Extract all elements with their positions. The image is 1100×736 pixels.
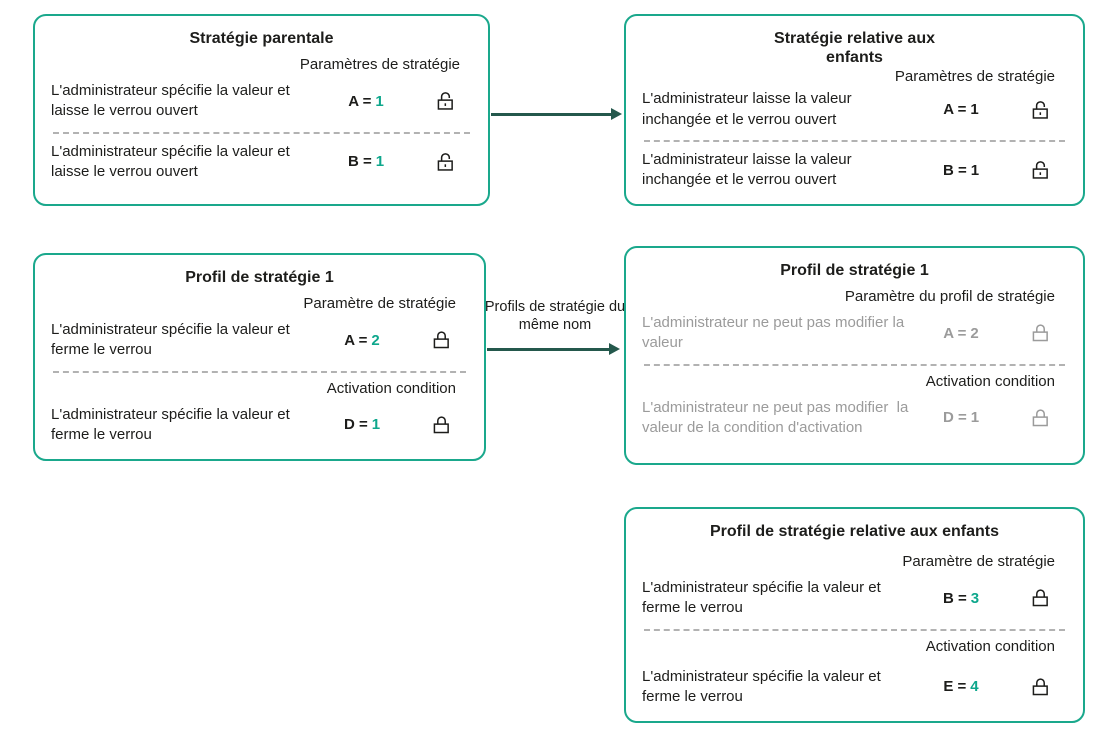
lock-closed-icon xyxy=(1029,675,1052,699)
setting-description: L'administrateur laisse la valeur inchan… xyxy=(642,150,856,189)
setting-row: L'administrateur spécifie la valeur et l… xyxy=(51,81,472,122)
section-header: Paramètre de stratégie xyxy=(303,295,456,313)
box-title: Profil de stratégie 1 xyxy=(780,262,929,279)
setting-description: L'administrateur spécifie la valeur et f… xyxy=(51,405,294,443)
inheritance-arrow xyxy=(491,113,613,116)
lock-closed-icon xyxy=(430,413,453,437)
lock-open-icon xyxy=(434,150,457,174)
profiles-arrow-head xyxy=(609,343,620,355)
setting-description: L'administrateur spécifie la valeur et l… xyxy=(51,82,294,120)
lock-open-icon xyxy=(1029,158,1052,182)
lock-closed-icon xyxy=(1029,406,1052,430)
section-header: Paramètre de stratégie xyxy=(902,553,1055,571)
setting-row: L'administrateur spécifie la valeur et f… xyxy=(51,405,468,446)
section-header: Activation condition xyxy=(925,372,1055,390)
divider xyxy=(53,370,466,373)
setting-value: B =3 xyxy=(942,589,980,607)
lock-closed-icon xyxy=(1029,586,1052,610)
setting-description: L'administrateur spécifie la valeur et f… xyxy=(642,667,885,705)
section-header: Paramètres de stratégie xyxy=(299,56,460,74)
section-header: Paramètres de stratégie xyxy=(894,68,1055,86)
setting-row: L'administrateur spécifie la valeur et f… xyxy=(642,578,1067,619)
child-policy-box: Stratégie relative aux enfants Paramètre… xyxy=(624,14,1085,206)
box-title: Stratégie relative aux enfants xyxy=(774,30,935,67)
setting-description: L'administrateur ne peut pas modifier la… xyxy=(642,398,913,436)
setting-description: L'administrateur spécifie la valeur et f… xyxy=(51,321,294,359)
setting-row: L'administrateur ne peut pas modifier la… xyxy=(642,398,1067,439)
setting-value: A =1 xyxy=(943,101,979,119)
child-policy-profile-same-name-box: Profil de stratégie 1 Paramètre du profi… xyxy=(624,246,1085,465)
setting-row: L'administrateur laisse la valeur inchan… xyxy=(642,89,1067,130)
child-policy-profile-box: Profil de stratégie relative aux enfants… xyxy=(624,507,1085,723)
setting-row: L'administrateur spécifie la valeur et f… xyxy=(642,667,1067,708)
setting-value: D =1 xyxy=(343,416,381,434)
box-title: Profil de stratégie 1 xyxy=(185,269,334,286)
setting-value: D =1 xyxy=(942,409,980,427)
box-title: Stratégie parentale xyxy=(189,30,334,47)
section-header: Paramètre du profil de stratégie xyxy=(844,288,1055,306)
divider xyxy=(644,139,1065,142)
setting-description: L'administrateur ne peut pas modifier la… xyxy=(642,314,909,352)
divider xyxy=(644,628,1065,631)
section-header: Activation condition xyxy=(925,637,1055,655)
lock-closed-icon xyxy=(430,328,453,352)
setting-value: A =2 xyxy=(943,324,979,342)
setting-row: L'administrateur ne peut pas modifier la… xyxy=(642,313,1067,354)
setting-value: E =4 xyxy=(943,678,979,696)
setting-row: L'administrateur spécifie la valeur et l… xyxy=(51,142,472,183)
profiles-arrow xyxy=(487,348,611,351)
setting-row: L'administrateur spécifie la valeur et f… xyxy=(51,320,468,361)
section-header: Activation condition xyxy=(326,379,456,397)
setting-value: A =1 xyxy=(348,92,384,110)
divider xyxy=(644,363,1065,366)
setting-value: A =2 xyxy=(344,331,380,349)
setting-description: L'administrateur spécifie la valeur et f… xyxy=(642,579,885,617)
lock-open-icon xyxy=(434,89,457,113)
setting-value: B =1 xyxy=(347,153,385,171)
box-title: Profil de stratégie relative aux enfants xyxy=(710,523,999,540)
divider xyxy=(53,131,470,134)
setting-description: L'administrateur spécifie la valeur et l… xyxy=(51,142,294,180)
lock-closed-icon xyxy=(1029,321,1052,345)
lock-open-icon xyxy=(1029,98,1052,122)
setting-row: L'administrateur laisse la valeur inchan… xyxy=(642,150,1067,191)
setting-value: B =1 xyxy=(942,161,980,179)
inheritance-arrow-head xyxy=(611,108,622,120)
parent-policy-box: Stratégie parentale Paramètres de straté… xyxy=(33,14,490,206)
arrow-label: Profils de stratégie du même nom xyxy=(484,299,626,334)
parent-policy-profile-box: Profil de stratégie 1 Paramètre de strat… xyxy=(33,253,486,461)
setting-description: L'administrateur laisse la valeur inchan… xyxy=(642,90,856,128)
